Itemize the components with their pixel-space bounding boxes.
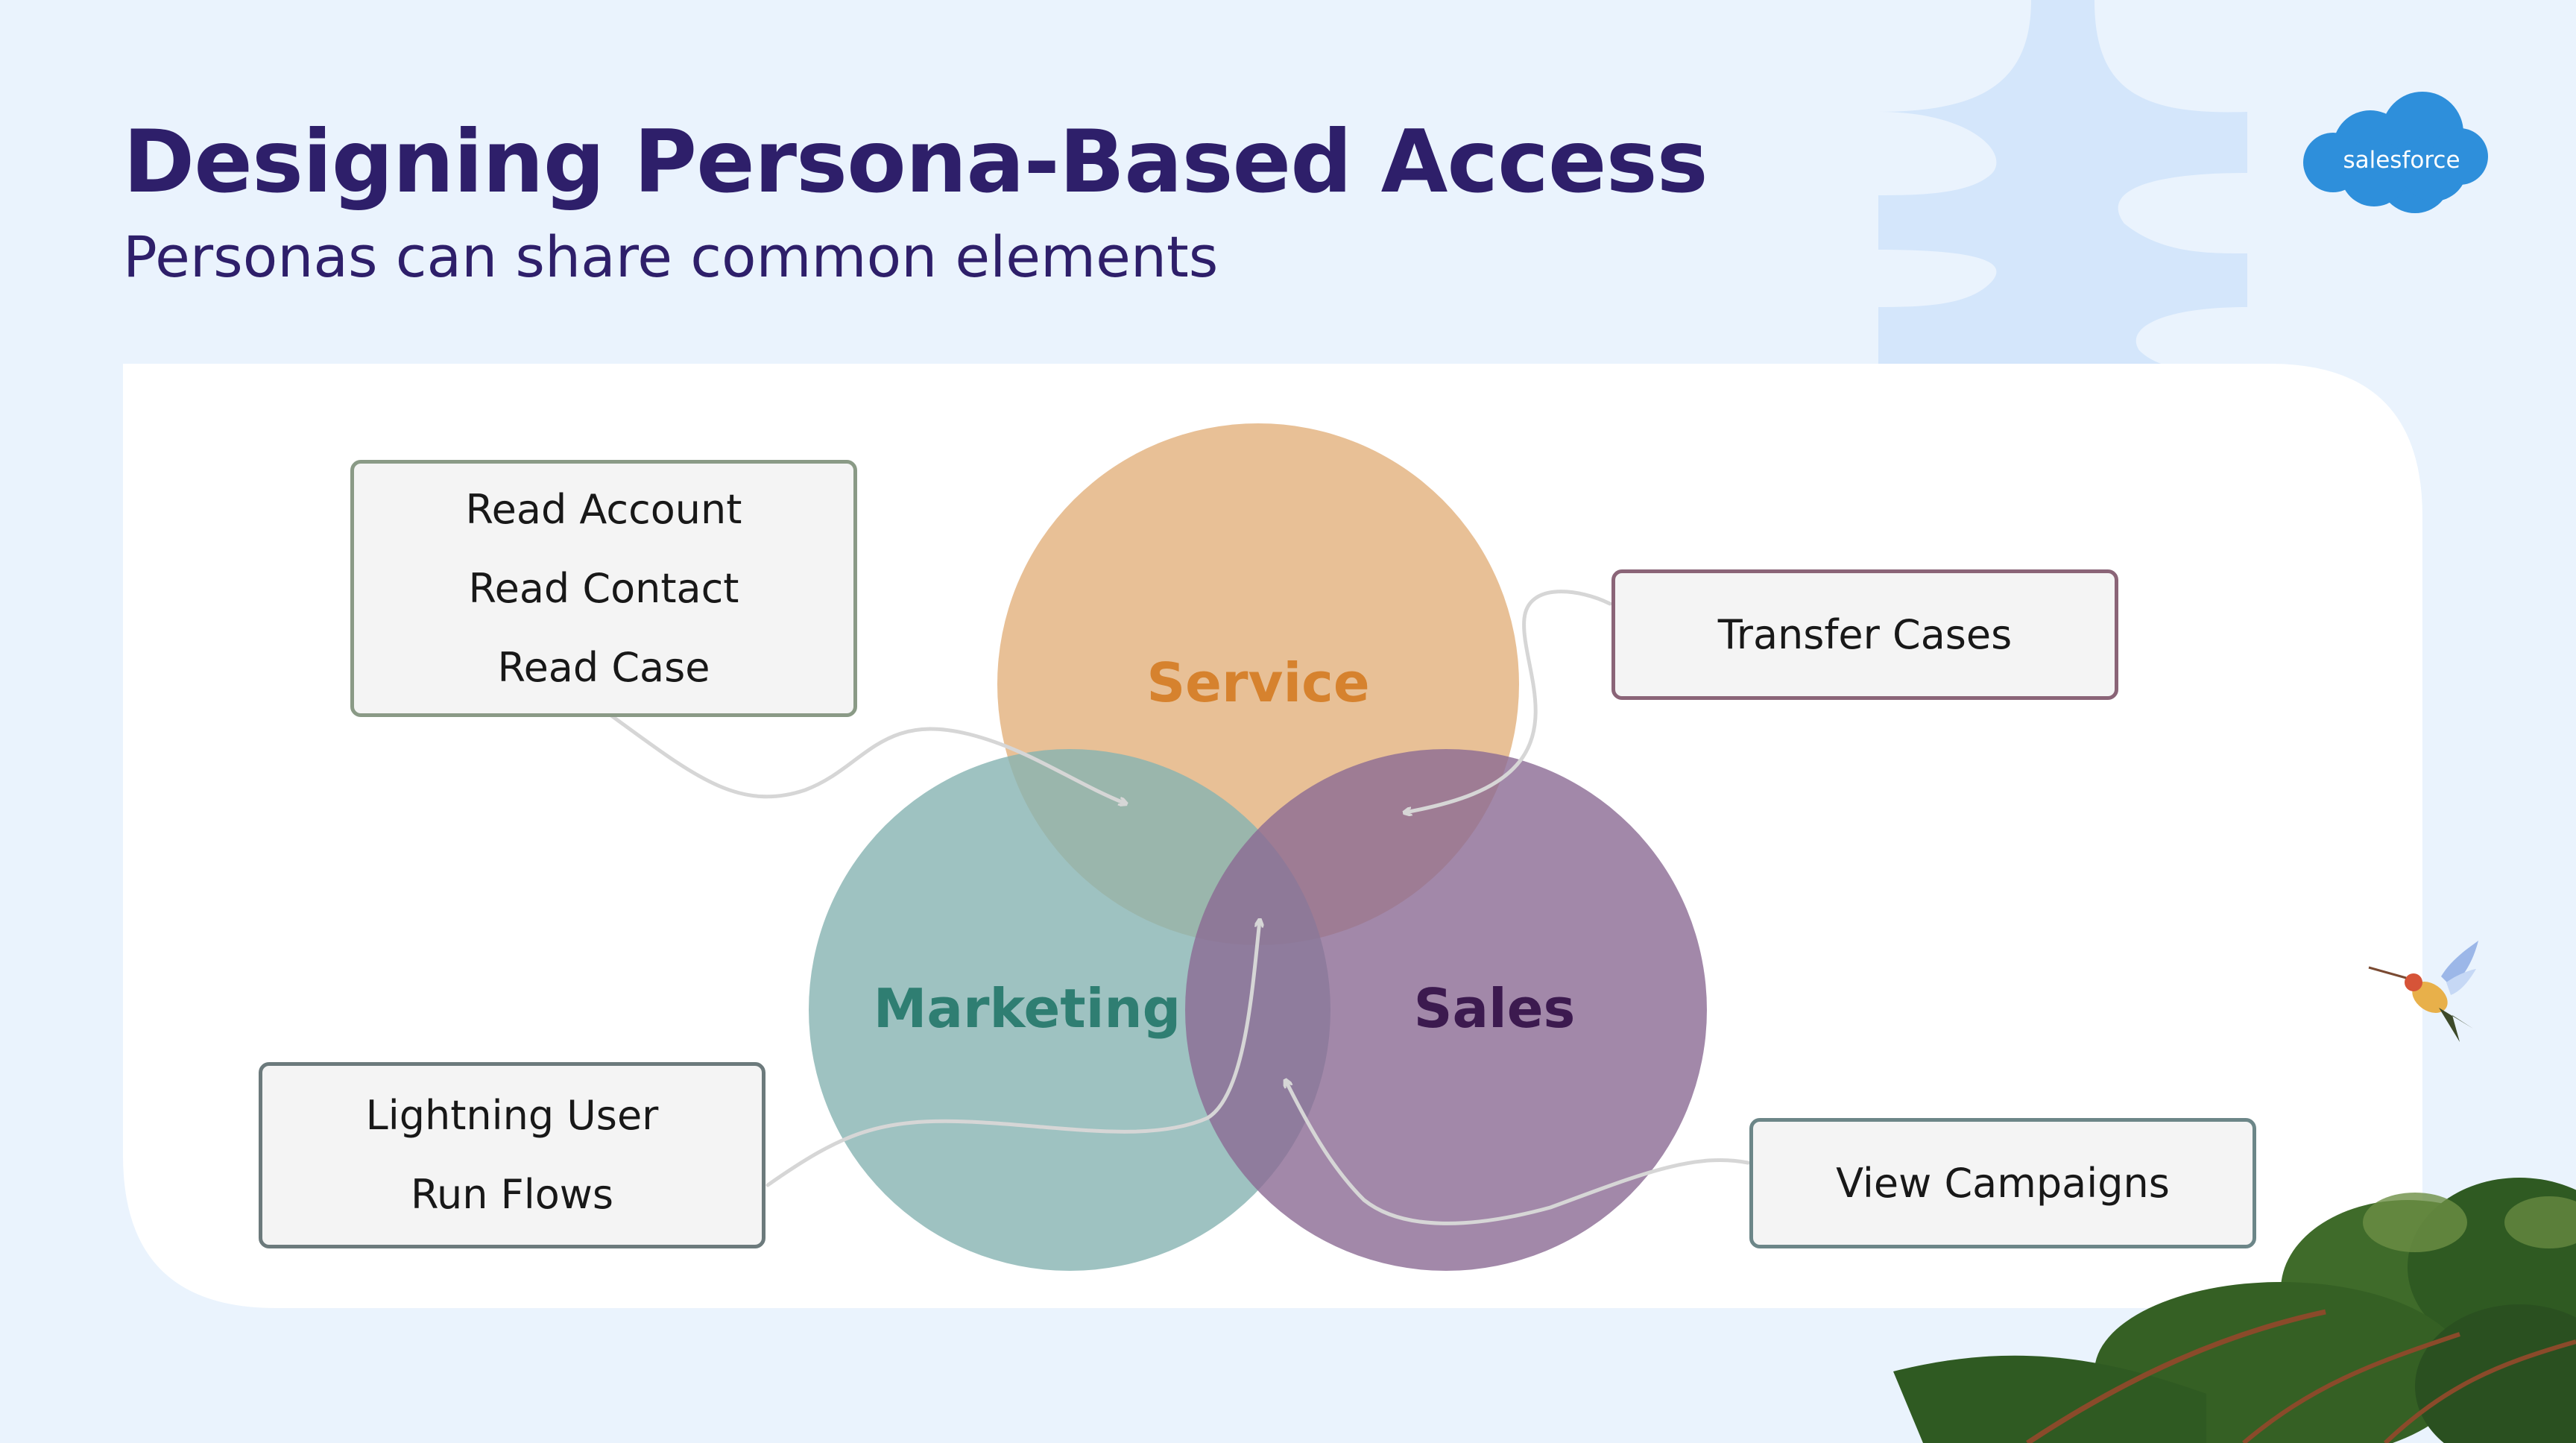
callout-line: Lightning User — [365, 1092, 659, 1139]
marketing-label: Marketing — [874, 977, 1181, 1040]
callout-line: Read Case — [497, 643, 710, 691]
connector-all-three — [765, 921, 1260, 1187]
sales-circle — [1185, 749, 1707, 1271]
callout-line: Read Contact — [468, 564, 739, 612]
salesforce-logo: salesforce — [2303, 92, 2488, 213]
page-subtitle: Personas can share common elements — [123, 224, 1219, 290]
salesforce-logo-text: salesforce — [2343, 147, 2460, 174]
marketing-circle — [809, 749, 1330, 1271]
venn-diagram — [809, 423, 1707, 1271]
callout-all-three: Lightning User Run Flows — [259, 1062, 765, 1248]
connector-marketing-sales — [1286, 1081, 1750, 1225]
foliage-icon — [1893, 1178, 2576, 1443]
sales-label: Sales — [1414, 977, 1576, 1040]
callout-marketing-sales: View Campaigns — [1749, 1118, 2256, 1248]
callout-service-sales: Transfer Cases — [1611, 569, 2118, 700]
hummingbird-icon — [2368, 941, 2478, 1042]
callout-service-marketing: Read Account Read Contact Read Case — [350, 460, 857, 717]
service-label: Service — [1146, 651, 1369, 714]
callout-line: Run Flows — [410, 1171, 614, 1218]
page-title: Designing Persona-Based Access — [123, 112, 1708, 212]
callout-line: Read Account — [465, 485, 742, 533]
connector-service-sales — [1405, 590, 1612, 812]
callout-line: View Campaigns — [1836, 1159, 2170, 1207]
callout-line: Transfer Cases — [1717, 610, 2012, 658]
tree-silhouette-icon — [1878, 0, 2247, 373]
connector-service-marketing — [609, 713, 1126, 803]
